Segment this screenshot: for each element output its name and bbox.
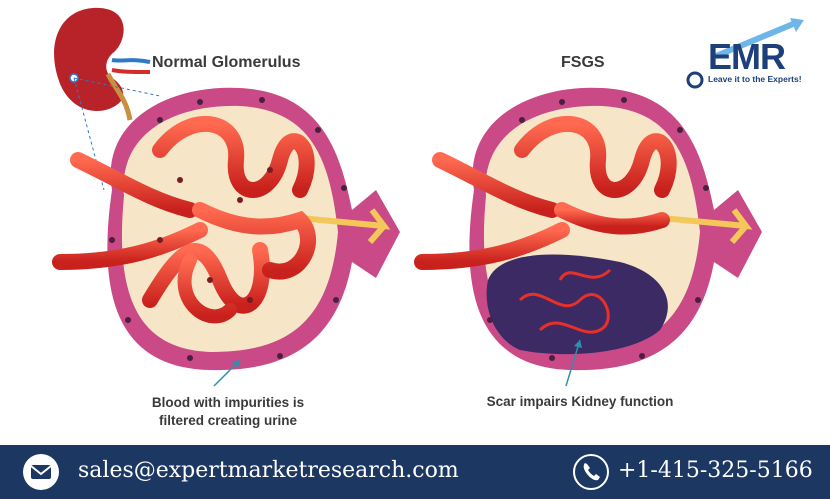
- fsgs-glomerulus: [414, 87, 762, 387]
- title-normal: Normal Glomerulus: [152, 54, 301, 71]
- logo-tagline: Leave it to the Experts!: [708, 74, 802, 84]
- caption-normal: Blood with impurities is filtered creati…: [151, 395, 305, 428]
- phone-link[interactable]: +1-415-325-5166: [618, 458, 813, 483]
- emr-logo: EMR Leave it to the Experts!: [686, 16, 814, 94]
- logo-letters: EMR: [708, 36, 786, 77]
- footer-bar: sales@expertmarketresearch.com +1-415-32…: [0, 445, 830, 499]
- title-fsgs: FSGS: [561, 54, 605, 71]
- email-link[interactable]: sales@expertmarketresearch.com: [78, 458, 459, 483]
- mail-icon[interactable]: [23, 454, 59, 490]
- phone-icon[interactable]: [573, 454, 609, 490]
- kidney-icon: [54, 7, 161, 191]
- fsgs-pointer: [565, 339, 581, 387]
- caption-fsgs: Scar impairs Kidney function: [486, 394, 674, 409]
- normal-glomerulus: [52, 87, 400, 387]
- logo-mark-icon: [686, 18, 804, 89]
